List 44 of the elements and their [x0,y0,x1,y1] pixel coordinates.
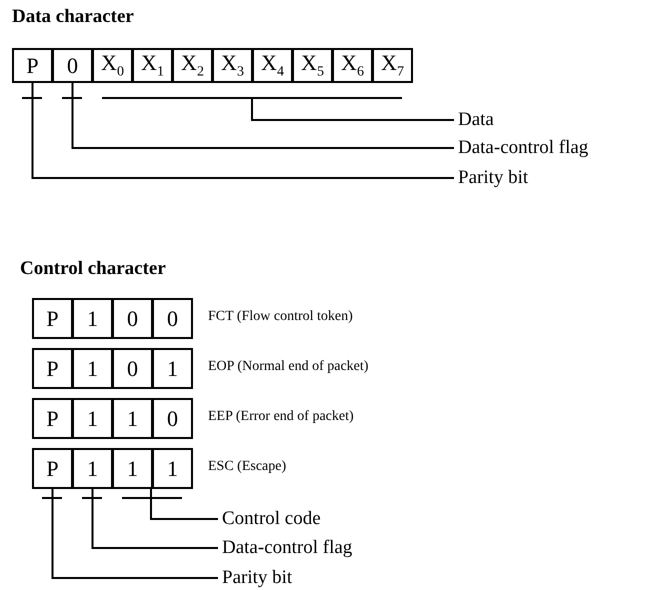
leader-line [251,98,454,121]
bit-field: X$_{0}$ [92,48,133,83]
section-heading: Data character [12,6,134,28]
bit-field: P [32,298,73,339]
bit-field: 1 [152,448,193,489]
bit-field: 0 [112,348,153,389]
annotation-label: Data [458,108,494,132]
bit-field: X$_{6}$ [332,48,373,83]
bit-field: 1 [72,398,113,439]
code-description: FCT (Flow control token) [208,309,353,325]
annotation-label: Control code [222,507,321,531]
leader-line [72,83,454,149]
section-heading: Control character [20,258,166,280]
leader-line [52,489,218,579]
bit-field: 0 [52,48,93,83]
code-description: EOP (Normal end of packet) [208,359,368,375]
bit-field: 1 [72,348,113,389]
leader-line [150,489,218,520]
bit-field: P [32,448,73,489]
bit-field: 1 [112,448,153,489]
bit-field: X$_{5}$ [292,48,333,83]
bit-field: P [32,348,73,389]
leader-line [32,83,454,179]
bit-field: 1 [112,398,153,439]
bit-field: 0 [152,398,193,439]
bit-field: 1 [152,348,193,389]
bit-field: 0 [152,298,193,339]
bit-field: P [32,398,73,439]
bit-field: X$_{4}$ [252,48,293,83]
bit-field: 1 [72,448,113,489]
bit-field: X$_{2}$ [172,48,213,83]
leader-line [92,489,218,549]
code-description: ESC (Escape) [208,459,286,475]
code-description: EEP (Error end of packet) [208,409,354,425]
annotation-label: Data-control flag [458,136,588,160]
bit-field: X$_{1}$ [132,48,173,83]
bit-field: P [12,48,53,83]
bit-field: 1 [72,298,113,339]
annotation-label: Parity bit [458,166,528,190]
annotation-label: Data-control flag [222,536,352,560]
annotation-label: Parity bit [222,566,292,590]
bit-field: X$_{7}$ [372,48,413,83]
bit-field: 0 [112,298,153,339]
bit-field: X$_{3}$ [212,48,253,83]
